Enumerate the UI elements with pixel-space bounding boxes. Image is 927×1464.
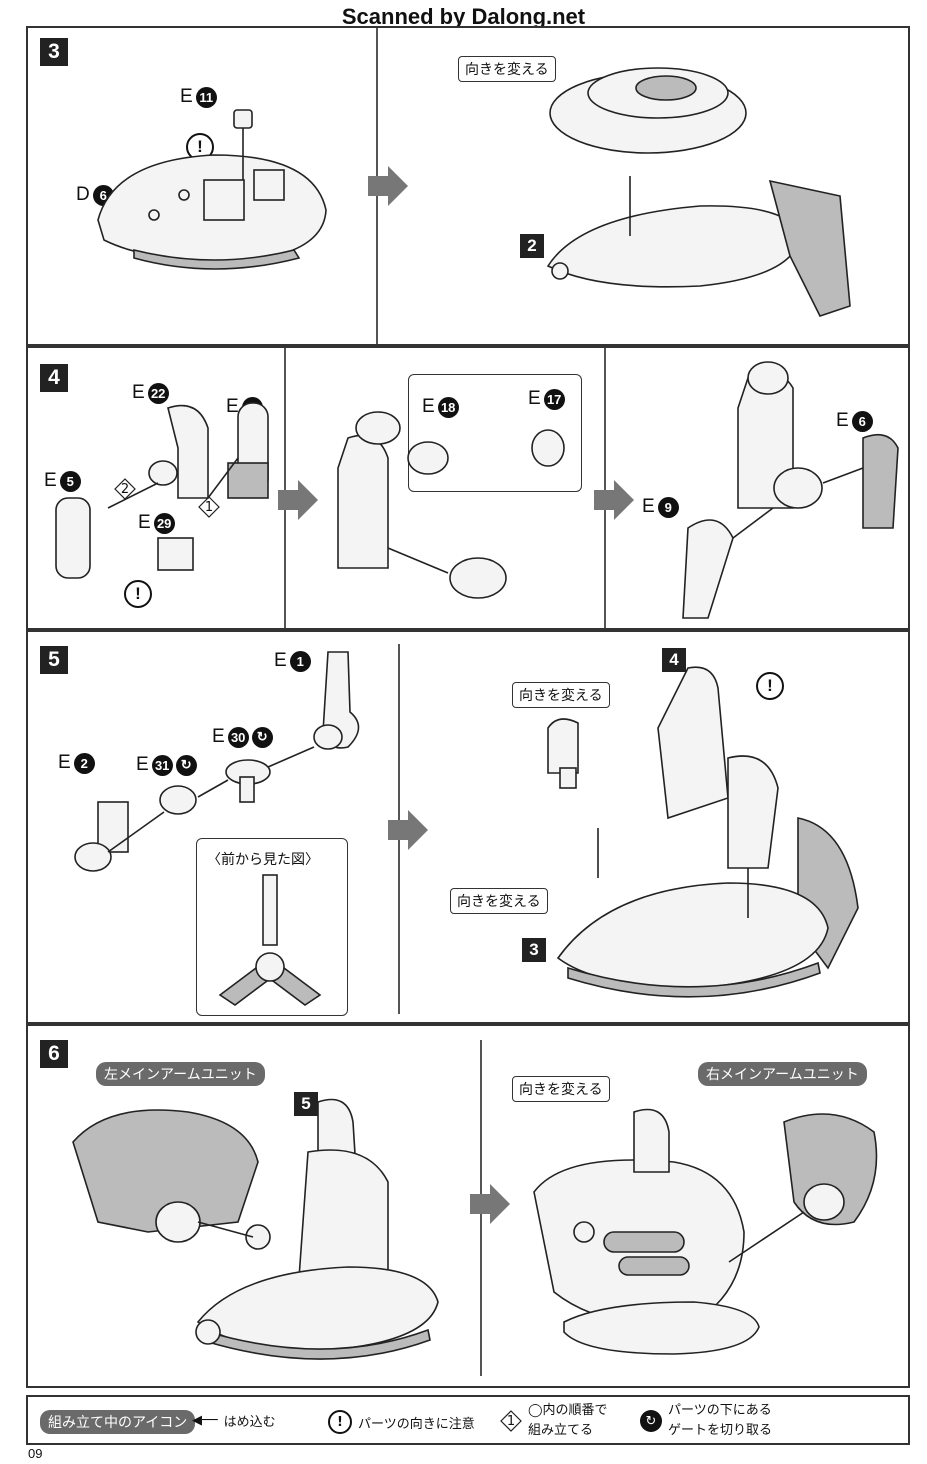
step4-right-drawing <box>682 361 899 619</box>
front-view-inset: 〈前から見た図〉 <box>196 838 348 1016</box>
panel-divider <box>284 348 286 628</box>
cover-disc-drawing <box>549 67 747 154</box>
step-reference-5: 5 <box>294 1092 318 1116</box>
next-arrow-icon <box>388 810 428 850</box>
left-arm-assembly-drawing <box>72 1098 439 1360</box>
assembly-order-1-icon: 1 <box>198 496 220 518</box>
arrow-left-icon: ◀── <box>192 1413 218 1428</box>
gate-cut-icon: ↻ <box>640 1410 662 1432</box>
orientation-warning-icon: ! <box>756 672 784 700</box>
base-plate-drawing <box>97 109 327 270</box>
step-reference-3: 3 <box>522 938 546 962</box>
front-view-drawing <box>218 874 322 1006</box>
page-number: 09 <box>28 1446 43 1461</box>
step4-parts-drawing <box>55 402 269 579</box>
front-view-label: 〈前から見た図〉 <box>207 852 319 868</box>
next-arrow-icon <box>470 1184 510 1224</box>
step-reference-2: 2 <box>520 234 544 258</box>
next-arrow-icon <box>278 480 318 520</box>
legend-title: 組み立て中のアイコン <box>40 1410 196 1434</box>
legend-insert: ◀──はめ込む <box>192 1413 276 1430</box>
legend-order: 1 ◯内の順番で 組み立てる <box>500 1401 608 1441</box>
legend-gate: ↻ パーツの下にある ゲートを切り取る <box>640 1401 772 1441</box>
next-arrow-icon <box>594 480 634 520</box>
step5-parts-drawing <box>74 651 360 872</box>
right-arm-assembly-drawing <box>533 1108 878 1355</box>
next-arrow-icon <box>368 166 408 206</box>
warning-icon: ! <box>328 1410 352 1434</box>
legend-orientation: ! パーツの向きに注意 <box>328 1410 475 1434</box>
panel-divider <box>604 348 606 628</box>
left-main-arm-unit-label: 左メインアームユニット <box>96 1062 265 1086</box>
icon-legend: 組み立て中のアイコン ◀──はめ込む ! パーツの向きに注意 1 ◯内の順番で … <box>26 1395 910 1445</box>
step-number: 5 <box>40 646 68 674</box>
turn-direction-label-a: 向きを変える <box>512 682 610 708</box>
base-with-arm-drawing <box>546 176 851 317</box>
step-4-panel: 4 E22 E8 E5 E29 2 1 ! E18 E17 E6 E9 <box>26 346 910 630</box>
orientation-warning-icon: ! <box>124 580 152 608</box>
step-reference-4: 4 <box>662 648 686 672</box>
gate-cut-icon: ↻ <box>175 754 197 776</box>
step-number: 4 <box>40 364 68 392</box>
order-diamond-icon: 1 <box>500 1410 522 1432</box>
step5-assembly-drawing <box>547 666 859 998</box>
turn-direction-label: 向きを変える <box>512 1076 610 1102</box>
turn-direction-label-b: 向きを変える <box>450 888 548 914</box>
turn-direction-label: 向きを変える <box>458 56 556 82</box>
gate-cut-icon: ↻ <box>251 726 273 748</box>
right-main-arm-unit-label: 右メインアームユニット <box>698 1062 867 1086</box>
watermark: Scanned by Dalong.net <box>341 4 586 29</box>
step-6-panel: 6 左メインアームユニット 5 向きを変える 右メインアームユニット <box>26 1024 910 1388</box>
step4-middle-drawing <box>337 411 565 599</box>
step-number: 6 <box>40 1040 68 1068</box>
step-number: 3 <box>40 38 68 66</box>
